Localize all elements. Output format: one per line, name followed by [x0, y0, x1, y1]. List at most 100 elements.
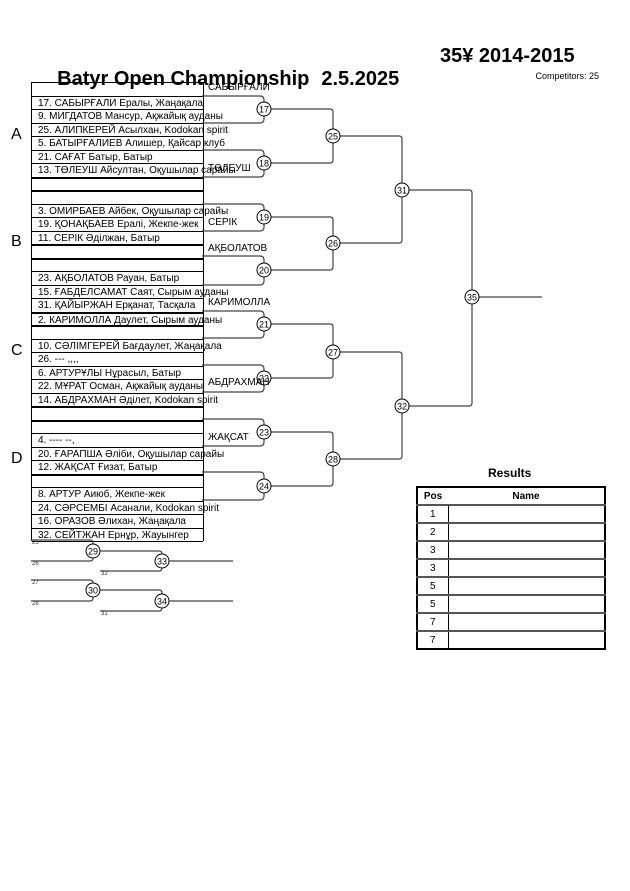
competitor-row[interactable]: 25. АЛИПКЕРЕЙ Асылхан, Kodokan spirit [32, 122, 228, 136]
competitor-row[interactable]: 12. ЖАҚСАТ Ғизат, Батыр [32, 460, 203, 473]
competitor-row[interactable]: 5. БАТЫРҒАЛИЕВ Алишер, Қайсар клуб [32, 136, 225, 149]
results-row: 5 [417, 594, 605, 613]
competitor-row[interactable]: 2. КАРИМОЛЛА Даулет, Сырым ауданы [32, 311, 222, 326]
competitor-row[interactable]: 9. МИГДАТОВ Мансур, Ақжайық ауданы [32, 109, 223, 122]
round2-bracket [264, 108, 334, 164]
match-node-24[interactable]: 24 [256, 478, 272, 494]
match-number-circle [464, 289, 480, 305]
competitor-row[interactable] [32, 190, 203, 203]
match-number-circle [256, 424, 272, 440]
competitor-row[interactable]: 26. --- ,,,, [32, 352, 203, 365]
results-name [447, 540, 605, 559]
competitor-row[interactable]: 11. СЕРІК Әділжан, Батыр [32, 230, 203, 244]
round1-bracket [202, 255, 265, 286]
results-header-name: Name [448, 487, 605, 506]
competitor-row[interactable]: 13. ТӨЛЕУШ Айсултан, Оқушылар сарайы [32, 163, 236, 176]
results-pos: 3 [417, 558, 448, 577]
match-number: 20 [259, 266, 269, 276]
match-number: 31 [397, 186, 407, 196]
competitor-row[interactable]: 31. ҚАЙЫРЖАН Ерқанат, Тасқала [32, 298, 203, 311]
match-node-23[interactable]: 23 [256, 424, 272, 440]
repechage-source-label: 26 [32, 561, 39, 567]
competitor-row[interactable]: 15. ҒАБДЕЛСАМАТ Саят, Сырым ауданы [32, 284, 228, 298]
match-number: 19 [259, 213, 269, 223]
match-number-circle [256, 101, 272, 117]
match-number-circle [394, 398, 410, 414]
match-node-31[interactable]: 31 [394, 182, 410, 198]
match-number-circle [256, 316, 272, 332]
match-number: 26 [328, 239, 338, 249]
competitors-count: Competitors: 25 [535, 71, 599, 81]
repechage-bracket [31, 539, 94, 562]
match-number-circle [325, 128, 341, 144]
match-node-22[interactable]: 22 [256, 370, 272, 386]
results-row: 3 [417, 540, 605, 559]
match-number-circle [325, 344, 341, 360]
competitor-row[interactable]: 32. СЕЙТЖАН Ернұр, Жауынгер [32, 527, 203, 541]
results-title: Results [488, 466, 532, 480]
repechage-source-label: 32 [101, 571, 108, 577]
results-name [447, 522, 605, 541]
competitor-row[interactable]: 10. СӘЛІМГЕРЕЙ Бағдаулет, Жаңақала [32, 338, 222, 352]
competitor-row[interactable]: 24. СӘРСЕМБІ Асанали, Kodokan spirit [32, 500, 219, 514]
competitor-row[interactable]: 21. САҒАТ Батыр, Батыр [32, 149, 203, 163]
match-node-32[interactable]: 32 [394, 398, 410, 414]
competitor-row[interactable]: 8. АРТУР Аиюб, Жекпе-жек [32, 487, 203, 500]
competitor-row[interactable]: 4. ---- --, [32, 433, 203, 446]
results-pos: 7 [417, 630, 448, 649]
competitor-row[interactable]: 17. САБЫРҒАЛИ Ералы, Жаңақала [32, 95, 203, 109]
match-node-20[interactable]: 20 [256, 262, 272, 278]
competitor-row[interactable] [32, 244, 203, 257]
results-pos: 1 [417, 504, 448, 523]
competitor-row[interactable] [32, 419, 203, 433]
competitor-row[interactable] [32, 257, 203, 271]
competitor-row[interactable]: 14. АБДРАХМАН Әділет, Kodokan spirit [32, 392, 218, 406]
results-name [447, 612, 605, 631]
competitor-row[interactable] [32, 176, 203, 190]
results-row: 1 [417, 504, 605, 523]
competitor-row[interactable]: 3. ОМИРБАЕВ Айбек, Оқушылар сарайы [32, 203, 228, 217]
repechage-bracket [31, 579, 94, 602]
match-node-19[interactable]: 19 [256, 209, 272, 225]
competitor-row[interactable] [32, 325, 203, 338]
repechage-bracket [100, 589, 163, 612]
match-node-18[interactable]: 18 [256, 155, 272, 171]
competitor-row[interactable] [32, 473, 203, 487]
semifinal-bracket [333, 135, 403, 244]
competitor-row[interactable] [32, 406, 203, 419]
winner-label-23: ЖАҚСАТ [208, 432, 249, 443]
competitor-row[interactable]: 6. АРТУРҰЛЫ Нұрасыл, Батыр [32, 365, 203, 379]
match-node-27[interactable]: 27 [325, 344, 341, 360]
repechage-node-30[interactable]: 30 [85, 582, 101, 598]
results-name [447, 576, 605, 595]
competitor-row[interactable]: 22. МҰРАТ Осман, Ақжайық ауданы [32, 379, 203, 392]
competitor-row[interactable]: 16. ОРАЗОВ Әлихан, Жаңақала [32, 514, 203, 527]
entries-bottom-border [32, 541, 203, 542]
round2-bracket [264, 431, 334, 487]
match-number: 28 [328, 455, 338, 465]
repechage-bracket [100, 550, 163, 572]
repechage-node-33[interactable]: 33 [154, 553, 170, 569]
competitor-row[interactable] [32, 82, 203, 95]
match-node-28[interactable]: 28 [325, 451, 341, 467]
results-pos: 5 [417, 576, 448, 595]
repechage-node-34[interactable]: 34 [154, 593, 170, 609]
winner-label-21: КАРИМОЛЛА [208, 297, 271, 308]
repechage-node-29[interactable]: 29 [85, 543, 101, 559]
match-node-25[interactable]: 25 [325, 128, 341, 144]
competitor-row[interactable]: 20. ҒАРАПША Әліби, Оқушылар сарайы [32, 446, 224, 460]
results-row: 7 [417, 612, 605, 631]
competitor-row[interactable]: 23. АҚБОЛАТОВ Рауан, Батыр [32, 271, 203, 284]
match-node-17[interactable]: 17 [256, 101, 272, 117]
round2-bracket [264, 323, 334, 379]
match-number-circle [256, 478, 272, 494]
match-number-circle [325, 451, 341, 467]
repechage-source-label: 28 [32, 601, 39, 607]
match-node-26[interactable]: 26 [325, 235, 341, 251]
match-node-35[interactable]: 35 [464, 289, 480, 305]
match-node-21[interactable]: 21 [256, 316, 272, 332]
event-date: 2.5.2025 [321, 68, 400, 90]
competitor-row[interactable]: 19. ҚОНАҚБАЕВ Ералі, Жекпе-жек [32, 217, 203, 230]
